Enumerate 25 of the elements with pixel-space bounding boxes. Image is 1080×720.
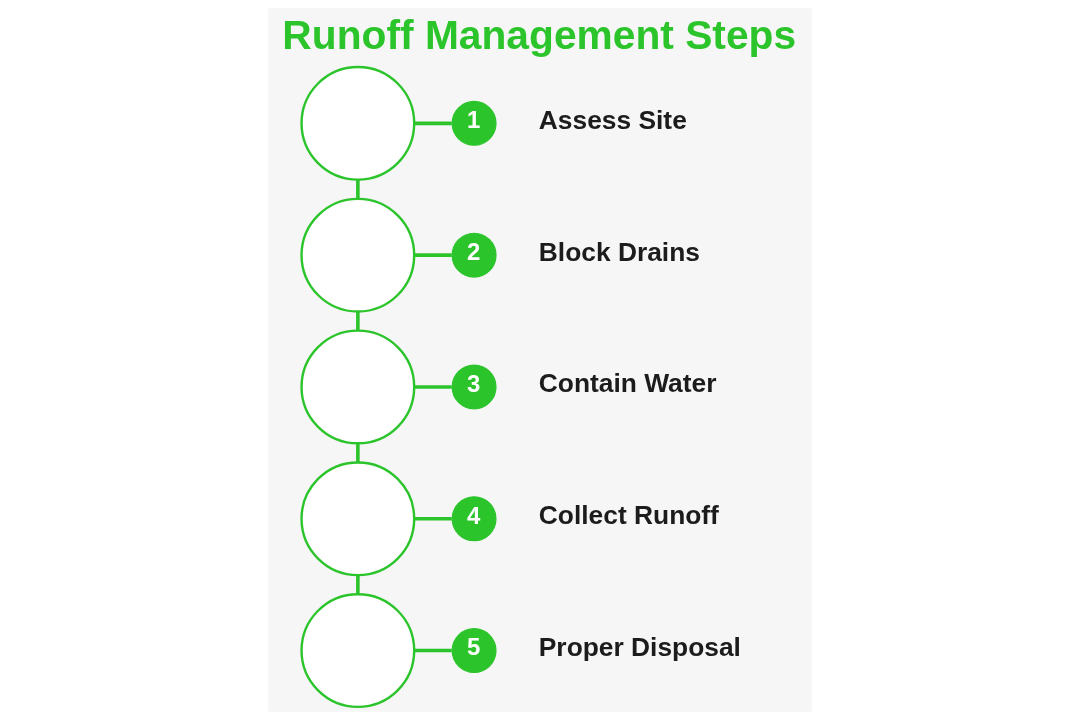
connector [414,516,452,521]
node-circle [300,461,416,577]
diagram-title: Runoff Management Steps [282,12,797,59]
connector [414,121,452,126]
connector [414,253,452,257]
node-circle [300,197,416,313]
connector [414,648,452,653]
node-circle [300,593,416,709]
node-label: Collect Runoff [538,500,719,531]
connector [356,443,360,463]
connector [356,179,360,199]
node-label: Assess Site [538,104,687,135]
node-circle [300,329,416,445]
connector [356,311,360,331]
node-circle [300,65,416,181]
node-label: Proper Disposal [538,632,741,663]
node-circle: 2 [451,232,497,278]
connector [414,385,452,389]
node-circle: 3 [451,364,497,410]
node-label: Contain Water [538,368,717,399]
node-circle: 1 [451,100,497,146]
node-label: Block Drains [538,236,700,267]
connector [356,575,360,594]
node-circle: 5 [451,628,497,674]
node-circle: 4 [451,496,497,542]
